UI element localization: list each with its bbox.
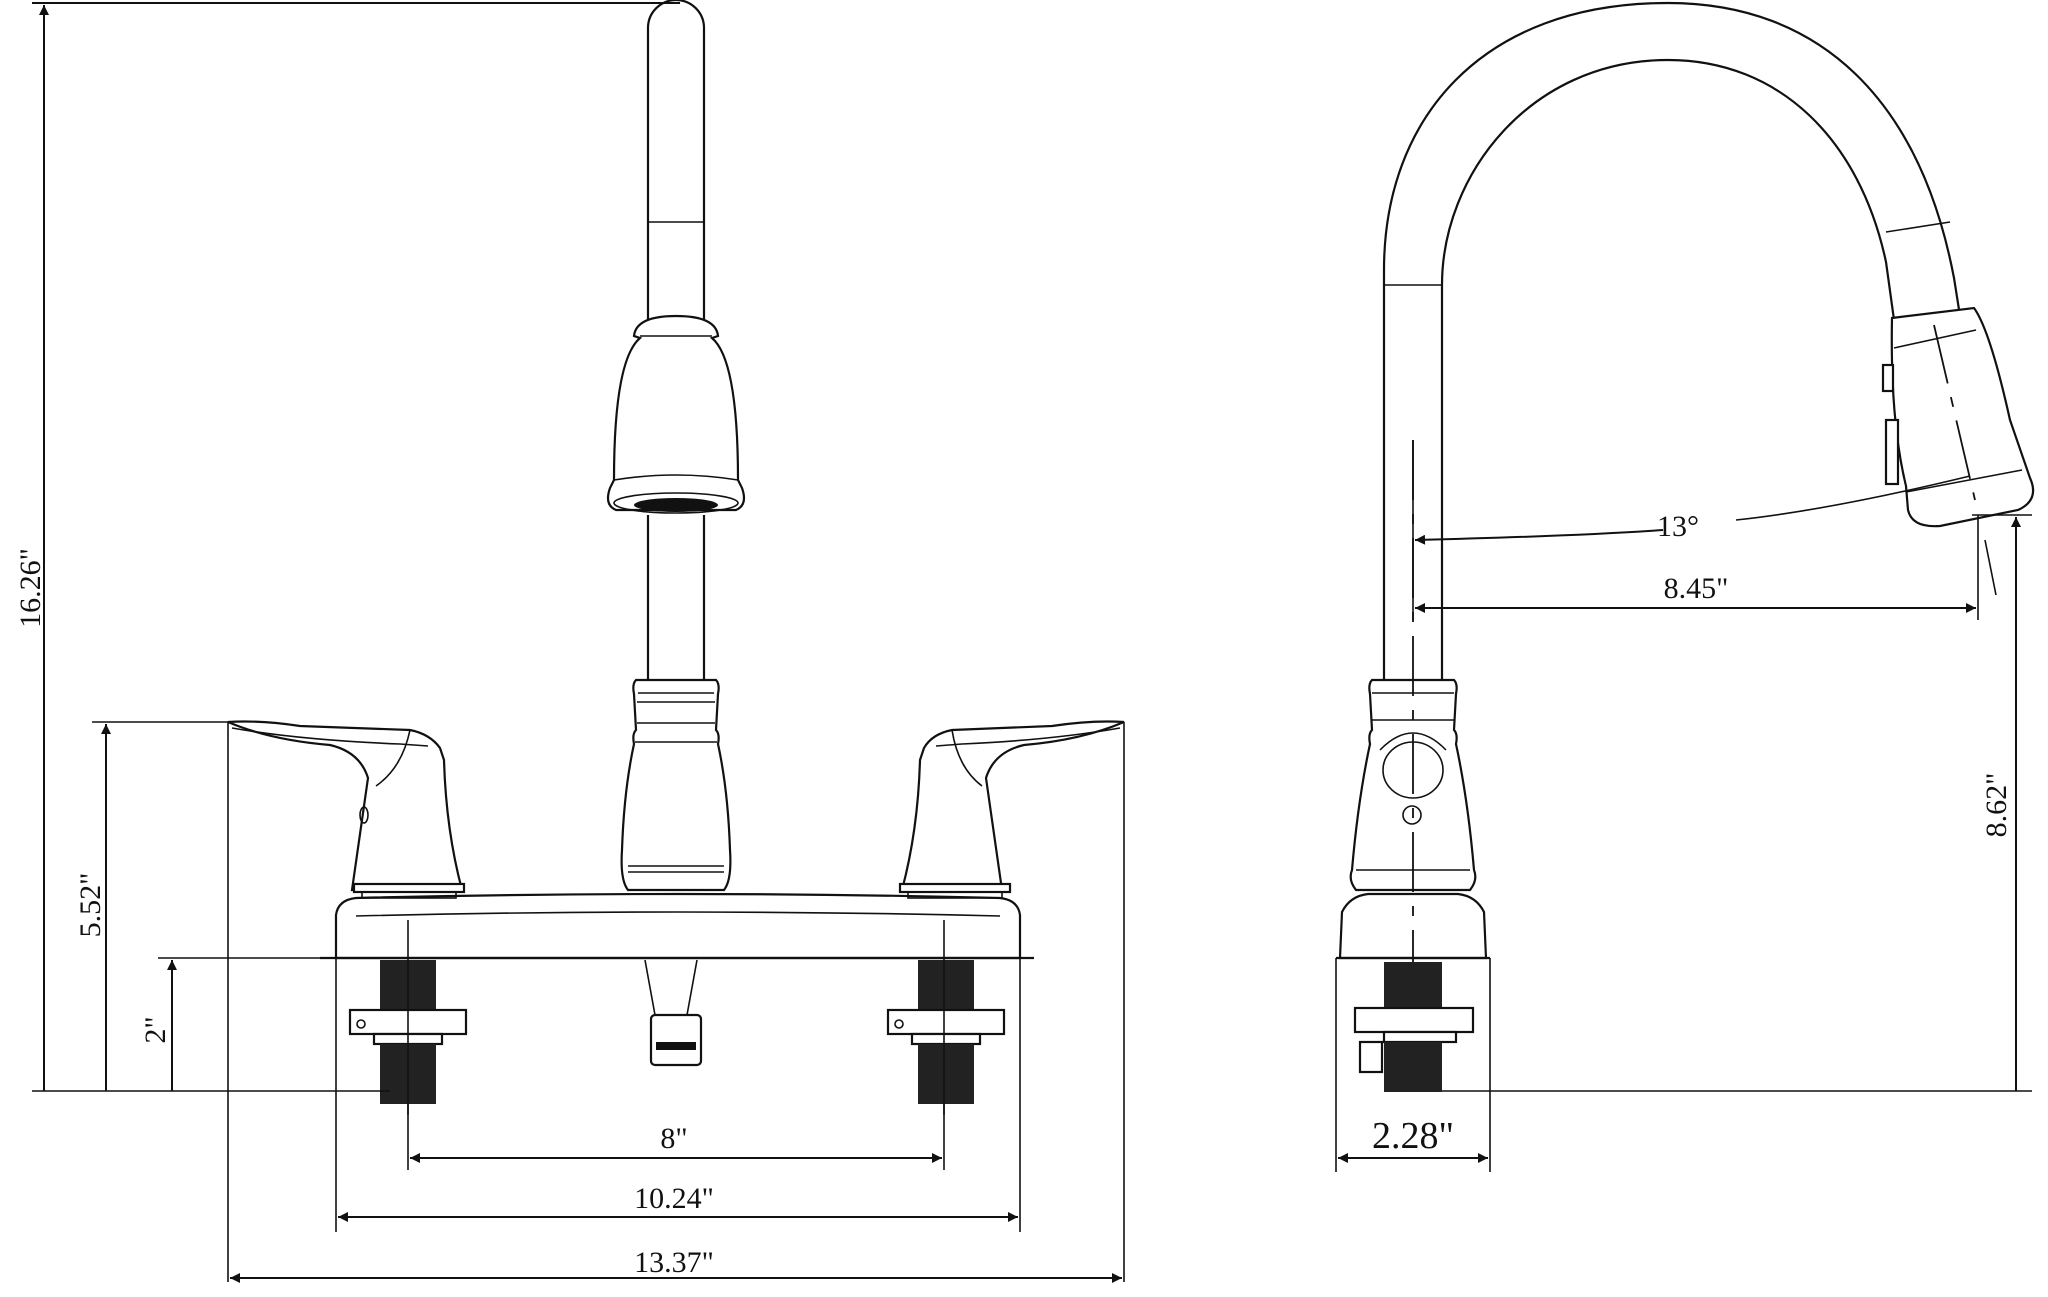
center-spacing-label: 8"	[660, 1122, 687, 1155]
side-view: 13° 8.45" 8.62" 2.28"	[1335, 1, 2035, 1172]
front-view: 16.26" 5.52" 2" 8" 10.24" 13.37"	[14, 0, 1125, 1283]
spray-nozzles	[634, 498, 718, 512]
overall-height-label: 16.26"	[14, 548, 47, 628]
overall-width-label: 13.37"	[634, 1246, 714, 1279]
spout-reach-label: 8.45"	[1664, 572, 1729, 605]
shank-length-label: 2"	[139, 1016, 172, 1043]
base-depth-label: 2.28"	[1372, 1115, 1454, 1157]
left-shank	[348, 920, 468, 1115]
side-spray-head	[1881, 306, 2035, 528]
spray-angle-label: 13°	[1657, 510, 1699, 543]
spout-clearance-label: 8.62"	[1980, 773, 2013, 838]
handle-height-label: 5.52"	[74, 873, 107, 938]
right-shank	[886, 920, 1006, 1115]
deck-width-label: 10.24"	[634, 1182, 714, 1215]
